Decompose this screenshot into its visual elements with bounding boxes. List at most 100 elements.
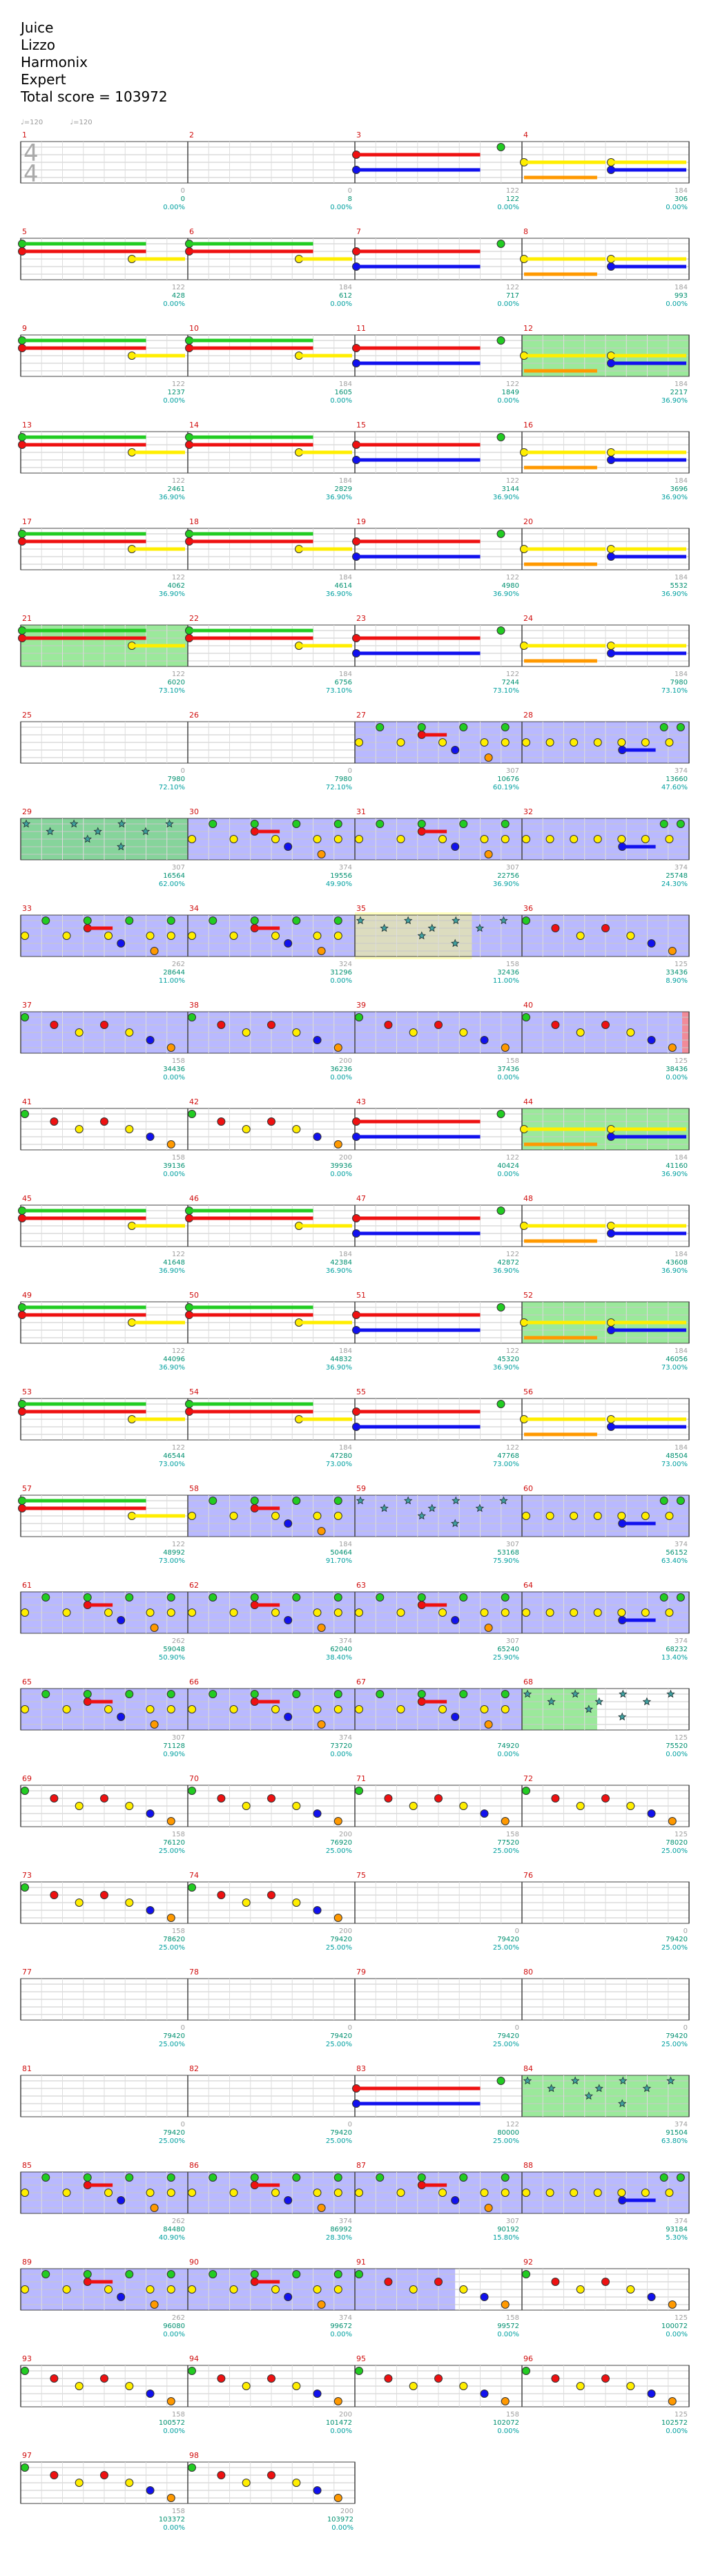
measure-notes (352, 143, 505, 174)
note-gem (271, 1512, 280, 1520)
measure-score: 428 (172, 292, 185, 300)
note-gem (146, 2189, 155, 2197)
note-gem (522, 2367, 530, 2375)
sustain-bar (356, 2102, 481, 2106)
measure-score: 100572 (159, 2419, 185, 2427)
star-note (403, 1496, 413, 1505)
star-note (499, 916, 508, 925)
sustain-bar (87, 2280, 113, 2284)
row-end-score: 25748 (666, 872, 688, 880)
row-end-tick: 374 (675, 767, 688, 775)
measure-number: 58 (189, 1484, 199, 1493)
note-gem (50, 2471, 59, 2479)
sustain-bar (22, 628, 146, 633)
measure-tick: 262 (172, 961, 185, 968)
note-gem (522, 2189, 530, 2197)
row-end-score: 5532 (670, 582, 688, 590)
measure-tick: 184 (339, 381, 352, 388)
note-gem (501, 2173, 510, 2182)
star-note (642, 2084, 652, 2093)
note-gem (313, 1809, 322, 1818)
note-gem (50, 1891, 59, 1899)
note-gem (188, 835, 196, 843)
star-note (523, 2076, 532, 2085)
note-gem (570, 738, 579, 747)
star-note (21, 819, 31, 828)
measure-score: 37436 (497, 1066, 519, 1073)
measure-number: 4 (523, 131, 528, 140)
note-gem (117, 939, 126, 948)
measure-tick: 122 (506, 1444, 519, 1452)
star-note (427, 1503, 436, 1512)
note-gem (21, 2189, 29, 2197)
measure-tick: 122 (172, 1347, 185, 1355)
measure-tick: 158 (172, 2411, 185, 2419)
time-signature-bottom: 4 (23, 160, 39, 188)
measure-tick: 184 (339, 1541, 352, 1548)
measure-score: 78620 (163, 1936, 185, 1943)
note-gem (292, 2173, 301, 2182)
note-gem (501, 1690, 510, 1698)
note-gem (166, 1690, 175, 1698)
note-gem (125, 2479, 134, 2487)
measure-percent: 25.00% (159, 1847, 185, 1855)
star-note (666, 1689, 675, 1698)
note-gem (570, 1608, 579, 1617)
measure-notes (188, 1110, 342, 1148)
measure-score: 32436 (497, 969, 519, 977)
note-gem (355, 2189, 363, 2197)
row-end-tick: 184 (675, 284, 688, 291)
note-gem (647, 1036, 656, 1044)
song-artist: Lizzo (21, 37, 55, 53)
note-gem (21, 2285, 29, 2294)
measure-score: 90192 (497, 2226, 519, 2233)
note-gem (484, 850, 493, 858)
measure-percent: 25.00% (159, 2137, 185, 2145)
note-gem (41, 2173, 50, 2182)
note-gem (484, 1720, 493, 1729)
note-gem (100, 2374, 108, 2383)
measure-percent: 91.70% (326, 1557, 352, 1565)
measure-score: 4062 (168, 582, 185, 590)
measure-score: 1849 (502, 389, 519, 396)
measure-score: 1237 (168, 389, 185, 396)
note-gem (659, 1497, 668, 1505)
measure-notes (520, 1318, 686, 1340)
measure-notes (522, 916, 677, 955)
measure-tick: 184 (339, 1251, 352, 1258)
note-gem (438, 1608, 447, 1617)
measure-score: 34436 (163, 1066, 185, 1073)
note-gem (501, 1608, 510, 1617)
measure-notes (21, 1883, 175, 1922)
note-gem (271, 1705, 280, 1713)
measure-percent: 0.00% (163, 1171, 185, 1178)
sustain-bar (299, 1224, 352, 1228)
note-gem (62, 1705, 71, 1713)
note-gem (626, 2285, 635, 2294)
note-gem (438, 738, 447, 747)
measure-notes (18, 1207, 185, 1230)
note-gem (267, 1794, 275, 1803)
sustain-bar (524, 659, 597, 663)
measure-score: 122 (506, 195, 519, 203)
song-title: Juice (21, 19, 54, 36)
sustain-bar (611, 1320, 686, 1325)
note-gem (150, 1624, 159, 1632)
measure-number: 67 (356, 1678, 366, 1686)
measure-number: 9 (22, 324, 27, 333)
sustain-bar (356, 361, 481, 365)
measure-tick: 122 (172, 1251, 185, 1258)
measure-percent: 36.90% (493, 1267, 519, 1275)
note-gem (396, 1705, 405, 1713)
note-gem (641, 738, 650, 747)
measure-number: 37 (22, 1001, 32, 1010)
sustain-bar (524, 450, 606, 454)
sustain-bar (356, 1119, 481, 1124)
sustain-bar (524, 1320, 606, 1325)
note-gem (647, 2390, 656, 2398)
note-gem (229, 1512, 238, 1520)
measure-percent: 73.00% (159, 1557, 185, 1565)
